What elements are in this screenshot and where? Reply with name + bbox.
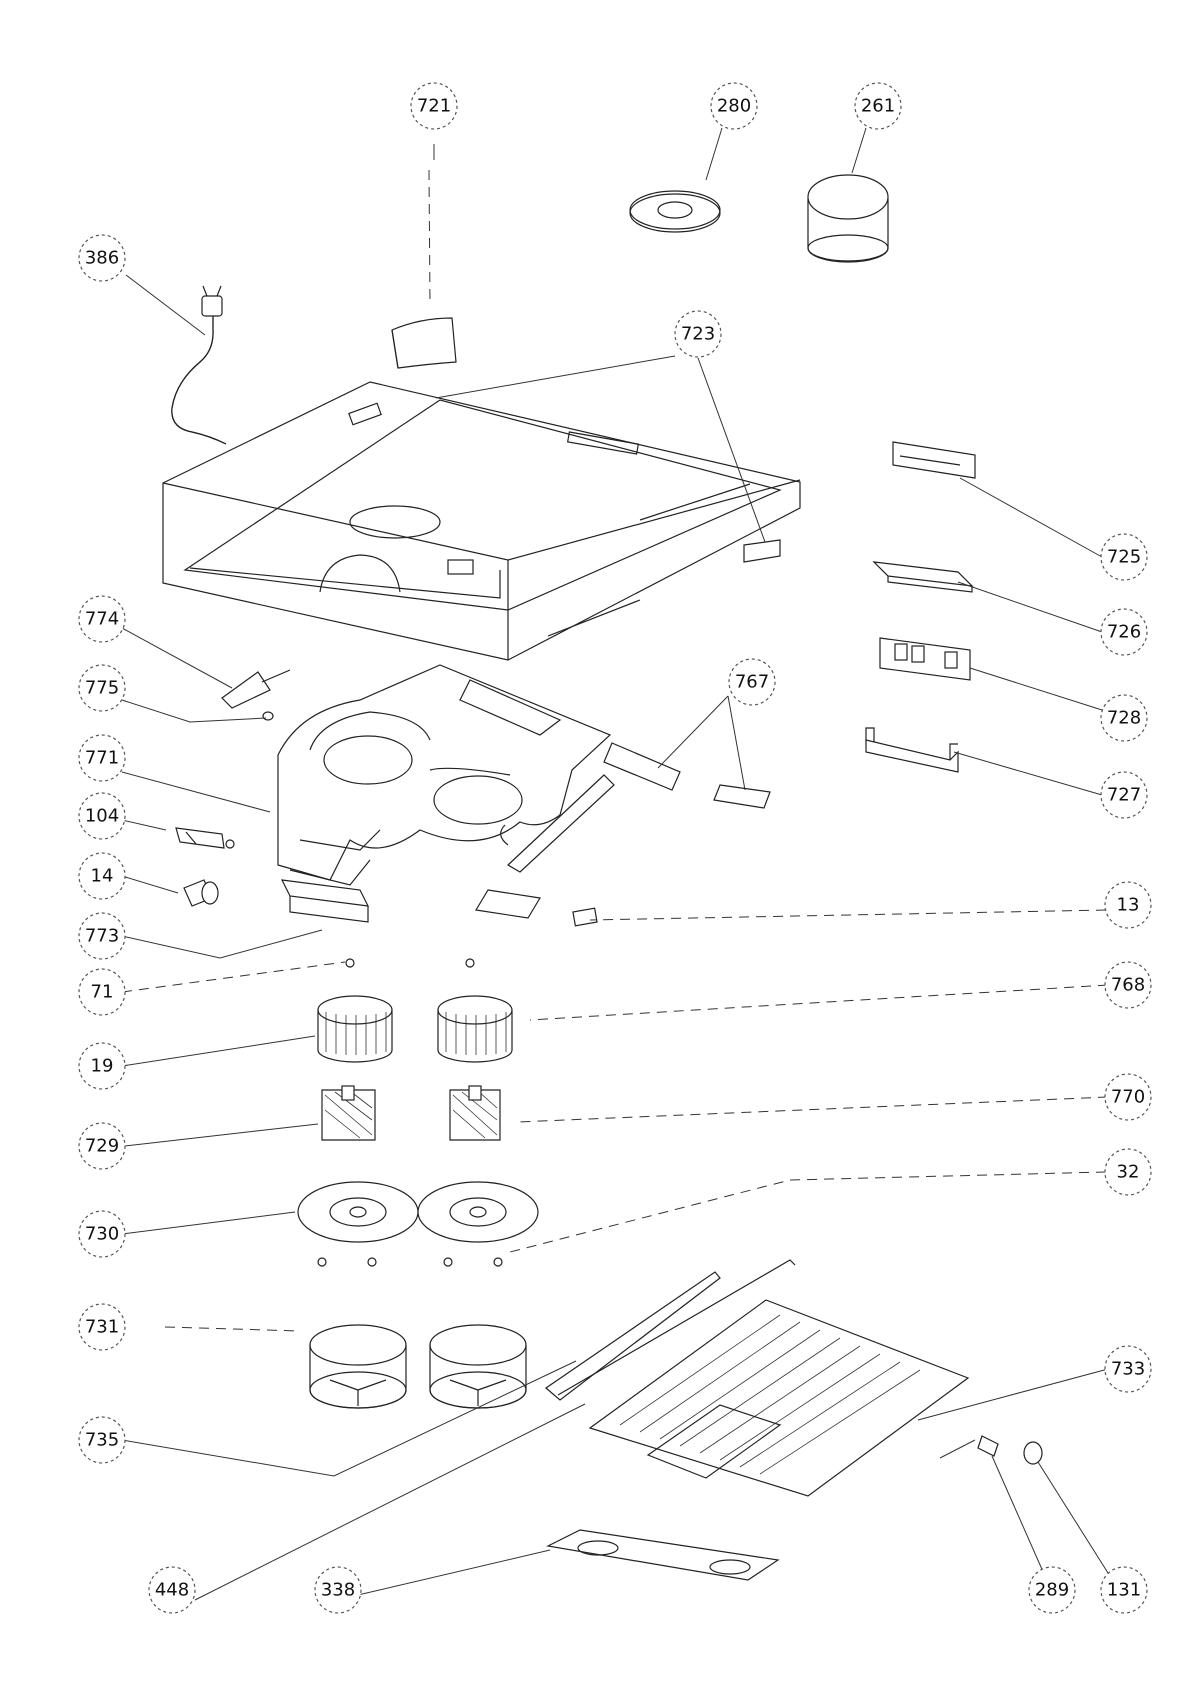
callout-773: 773 — [78, 912, 126, 960]
callout-730: 730 — [78, 1210, 126, 1258]
callout-729-label: 729 — [85, 1136, 119, 1157]
callout-104-label: 104 — [85, 806, 119, 827]
part-768-blower-wheel — [437, 995, 513, 1063]
callout-32: 32 — [1104, 1148, 1152, 1196]
callout-280-label: 280 — [717, 96, 751, 117]
callout-768: 768 — [1104, 961, 1152, 1009]
callout-726: 726 — [1100, 608, 1148, 656]
part-731-fan-ring-right — [429, 1324, 527, 1409]
part-hood-body — [162, 381, 801, 661]
callout-289-label: 289 — [1035, 1580, 1069, 1601]
part-721-damper — [391, 317, 457, 369]
callout-773-label: 773 — [85, 926, 119, 947]
callout-14-label: 14 — [91, 866, 114, 887]
part-731-fan-ring-left — [309, 1324, 407, 1409]
callout-770-label: 770 — [1111, 1087, 1145, 1108]
callout-767: 767 — [728, 658, 776, 706]
part-289-connector — [977, 1435, 999, 1457]
callout-261-label: 261 — [861, 96, 895, 117]
callout-768-label: 768 — [1111, 975, 1145, 996]
part-774-knob — [221, 669, 291, 709]
part-32-mount-plate — [417, 1181, 539, 1267]
callout-735-label: 735 — [85, 1430, 119, 1451]
callout-386-label: 386 — [85, 248, 119, 269]
callout-774-label: 774 — [85, 609, 119, 630]
callout-731: 731 — [78, 1303, 126, 1351]
callout-735: 735 — [78, 1416, 126, 1464]
callout-338-label: 338 — [321, 1580, 355, 1601]
callout-767-label: 767 — [735, 672, 769, 693]
callout-728: 728 — [1100, 694, 1148, 742]
part-771-blower-housing — [277, 664, 612, 886]
callout-448: 448 — [148, 1566, 196, 1614]
callout-771: 771 — [78, 734, 126, 782]
part-729-motor — [321, 1085, 376, 1141]
callout-386: 386 — [78, 234, 126, 282]
callout-725: 725 — [1100, 533, 1148, 581]
callout-774: 774 — [78, 595, 126, 643]
callout-775: 775 — [78, 664, 126, 712]
part-728-switch-module — [879, 637, 971, 681]
part-725-switch-plate — [892, 441, 976, 479]
callout-770: 770 — [1104, 1073, 1152, 1121]
callout-14: 14 — [78, 852, 126, 900]
callout-131: 131 — [1100, 1566, 1148, 1614]
callout-32-label: 32 — [1117, 1162, 1140, 1183]
callout-725-label: 725 — [1107, 547, 1141, 568]
callout-723: 723 — [674, 310, 722, 358]
part-131-plug — [1023, 1441, 1043, 1465]
part-770-motor — [449, 1085, 501, 1141]
callout-71: 71 — [78, 968, 126, 1016]
callout-723-label: 723 — [681, 324, 715, 345]
part-727-channel-bracket — [865, 727, 959, 773]
callout-726-label: 726 — [1107, 622, 1141, 643]
part-735-lens-strip — [545, 1259, 796, 1401]
part-19-blower-wheel — [317, 995, 393, 1063]
callout-730-label: 730 — [85, 1224, 119, 1245]
callout-727-label: 727 — [1107, 785, 1141, 806]
callout-727: 727 — [1100, 771, 1148, 819]
part-71-nuts — [345, 958, 475, 968]
callout-338: 338 — [314, 1566, 362, 1614]
callout-13: 13 — [1104, 881, 1152, 929]
callout-13-label: 13 — [1117, 895, 1140, 916]
callout-721-label: 721 — [417, 96, 451, 117]
callout-131-label: 131 — [1107, 1580, 1141, 1601]
callout-733-label: 733 — [1111, 1359, 1145, 1380]
callout-289: 289 — [1028, 1566, 1076, 1614]
part-13-terminal — [572, 907, 598, 927]
callout-261: 261 — [854, 82, 902, 130]
callout-104: 104 — [78, 792, 126, 840]
part-280-disc — [629, 190, 721, 233]
part-14-bulb — [183, 879, 219, 907]
callout-729: 729 — [78, 1122, 126, 1170]
part-767-support-bar — [475, 742, 771, 919]
part-775-screw — [262, 711, 274, 721]
part-730-mount-plate — [297, 1181, 419, 1267]
callout-731-label: 731 — [85, 1317, 119, 1338]
callout-19: 19 — [78, 1042, 126, 1090]
part-733-grease-filter — [588, 1299, 970, 1497]
callout-448-label: 448 — [155, 1580, 189, 1601]
callout-771-label: 771 — [85, 748, 119, 769]
callout-728-label: 728 — [1107, 708, 1141, 729]
callout-775-label: 775 — [85, 678, 119, 699]
part-261-collar — [807, 174, 889, 263]
part-338-bottom-panel — [546, 1529, 780, 1581]
part-726-bracket — [872, 561, 974, 593]
part-386-power-cord — [171, 285, 227, 445]
callout-19-label: 19 — [91, 1056, 114, 1077]
part-773-light-bracket — [280, 879, 370, 923]
callout-733: 733 — [1104, 1345, 1152, 1393]
part-104-socket — [175, 827, 235, 849]
callout-71-label: 71 — [91, 982, 114, 1003]
callout-721: 721 — [410, 82, 458, 130]
callout-280: 280 — [710, 82, 758, 130]
